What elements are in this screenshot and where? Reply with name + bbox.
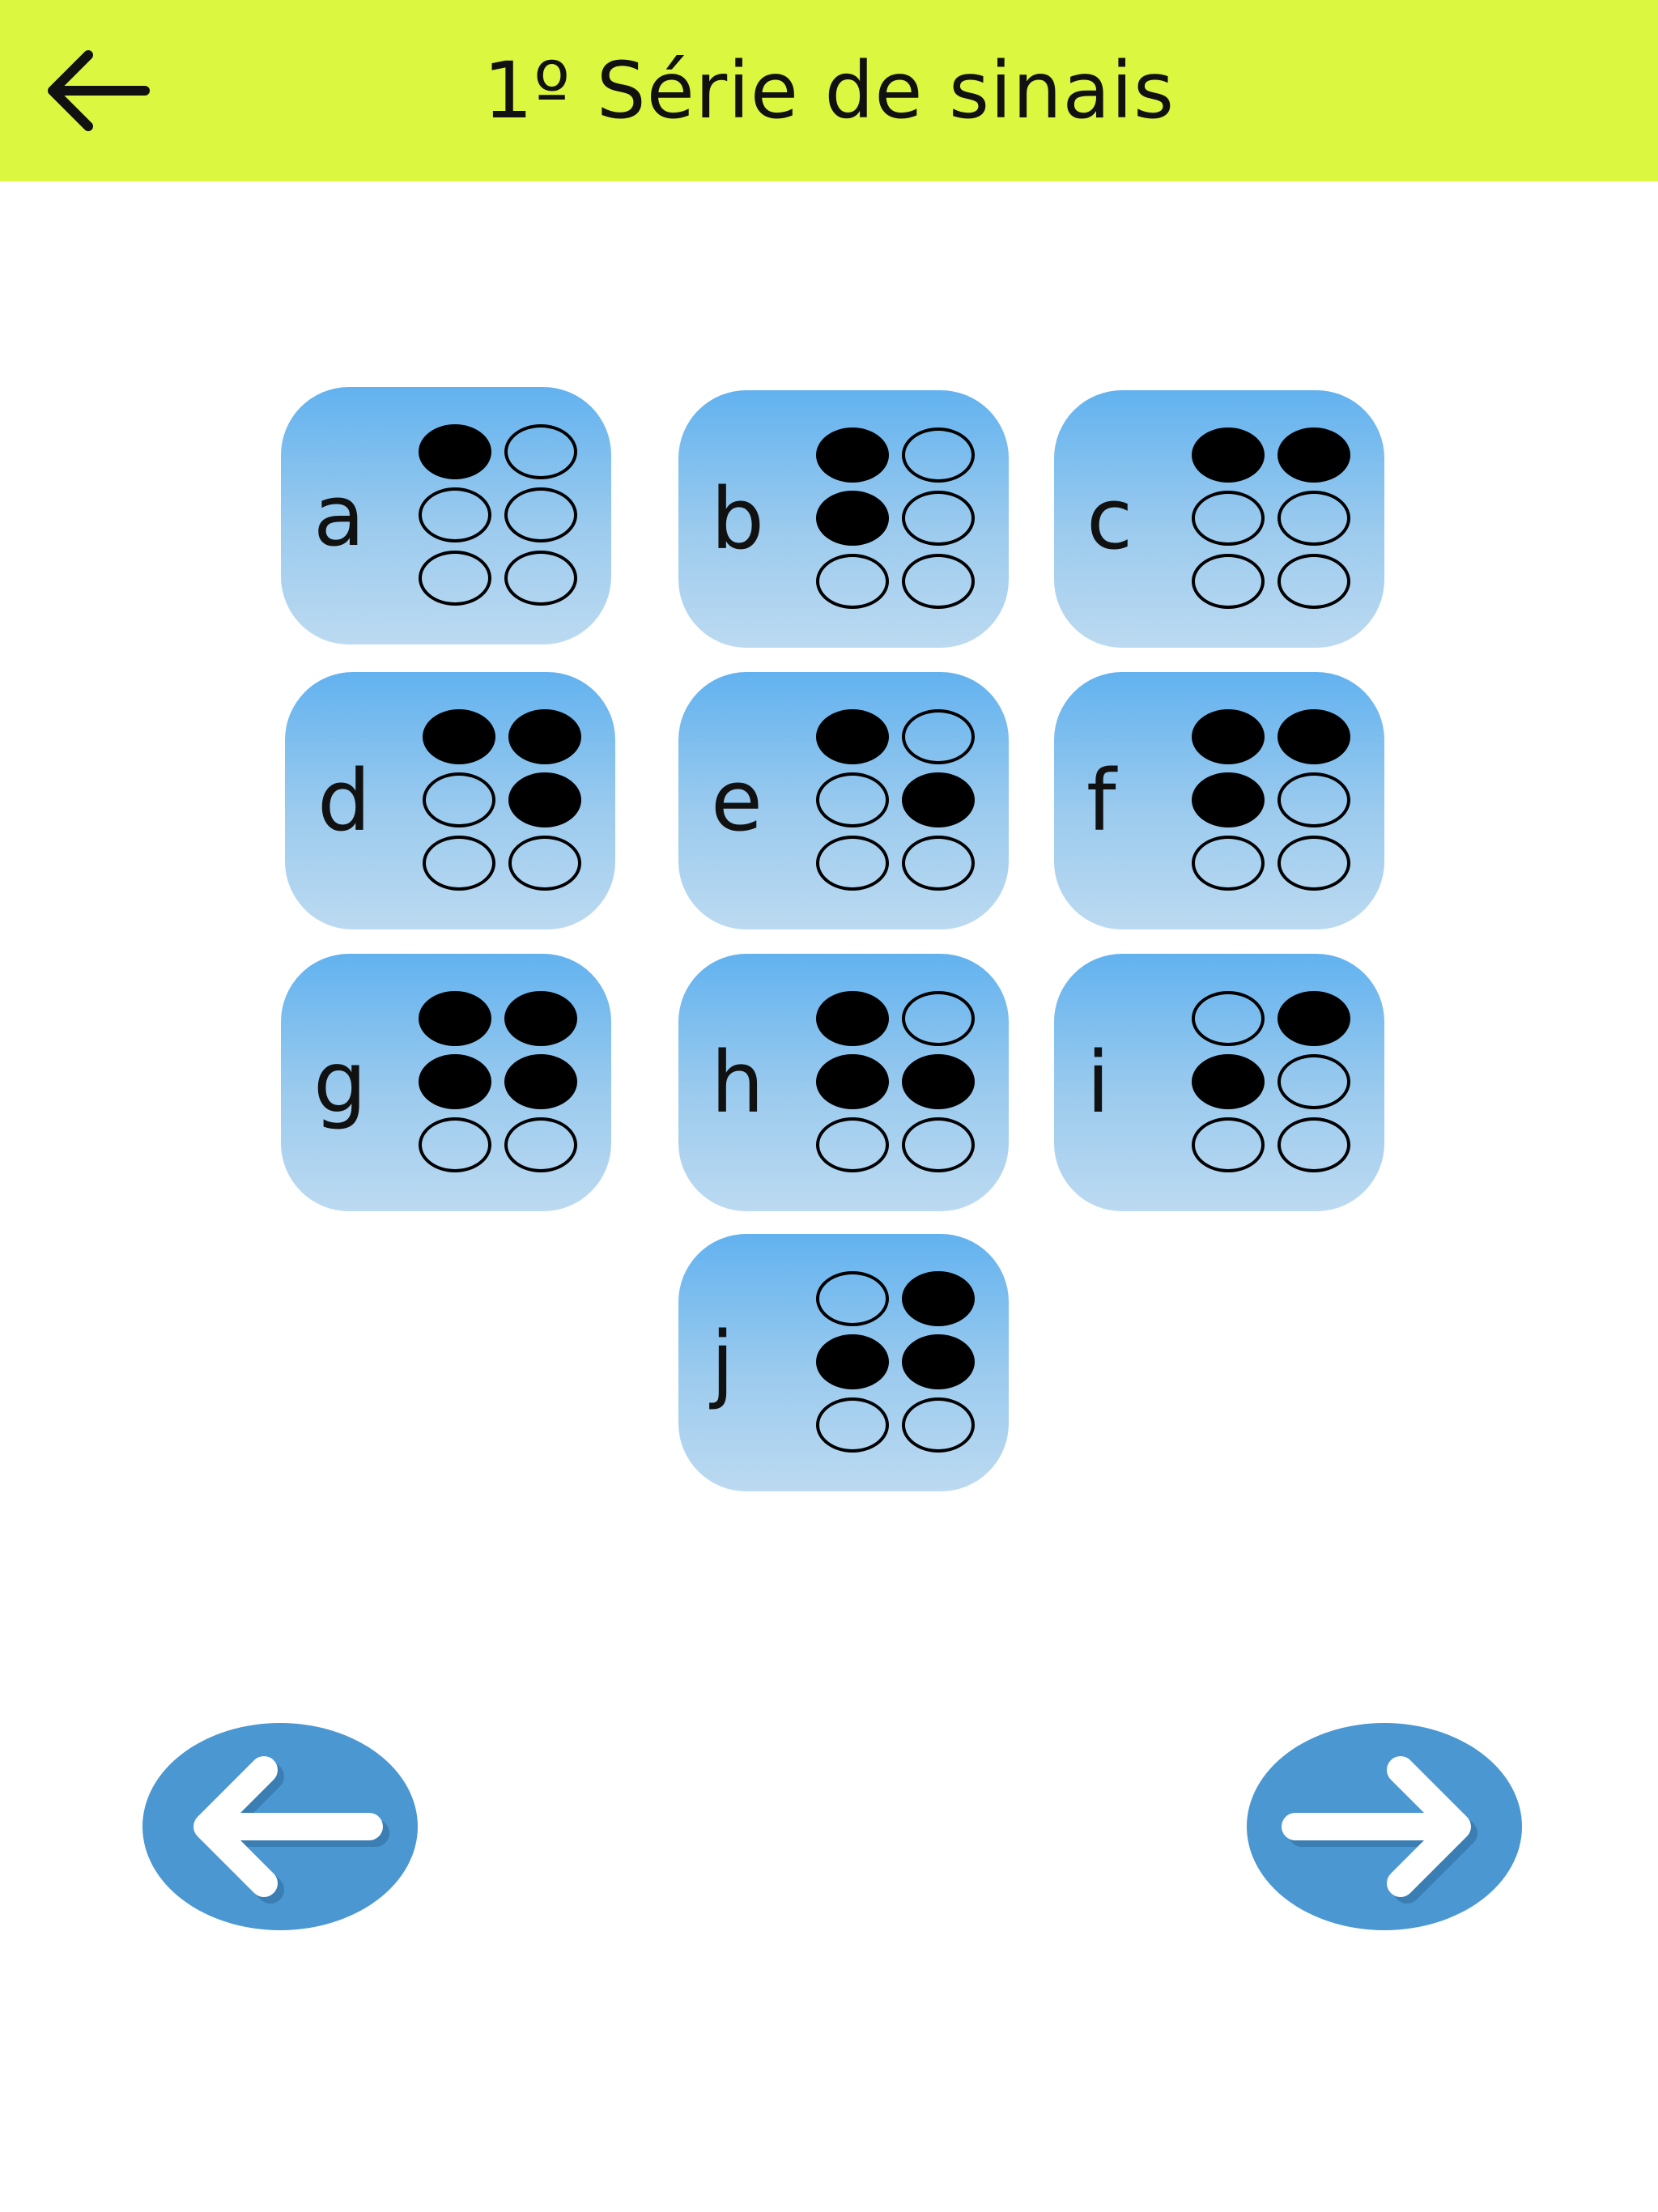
- empty-dot: [1278, 554, 1350, 609]
- empty-dot: [902, 1117, 975, 1172]
- tile-letter: i: [1086, 1033, 1110, 1132]
- empty-dot: [1192, 554, 1265, 609]
- braille-cell: [1185, 423, 1350, 614]
- raised-dot: [816, 491, 889, 546]
- empty-dot: [1278, 491, 1350, 546]
- raised-dot: [419, 991, 491, 1046]
- raised-dot: [1278, 991, 1350, 1046]
- raised-dot: [419, 424, 491, 479]
- arrow-left-icon: [48, 50, 150, 131]
- tile-letter: d: [317, 751, 372, 850]
- raised-dot: [816, 1334, 889, 1389]
- raised-dot: [902, 1334, 975, 1389]
- braille-cell: [810, 986, 975, 1177]
- raised-dot: [419, 1054, 491, 1109]
- empty-dot: [504, 1117, 577, 1172]
- empty-dot: [816, 1271, 889, 1326]
- raised-dot: [1192, 772, 1265, 827]
- arrow-left-icon: [193, 1756, 389, 1904]
- empty-dot: [816, 1397, 889, 1453]
- empty-dot: [1192, 991, 1265, 1046]
- arrow-right-icon: [1282, 1756, 1477, 1904]
- empty-dot: [1192, 836, 1265, 891]
- empty-dot: [504, 487, 577, 542]
- raised-dot: [816, 991, 889, 1046]
- tile-letter: a: [313, 466, 365, 565]
- raised-dot: [902, 1271, 975, 1326]
- empty-dot: [1278, 1117, 1350, 1172]
- braille-tile-h[interactable]: h: [678, 954, 1009, 1211]
- tile-letter: j: [711, 1313, 734, 1412]
- braille-tile-e[interactable]: e: [678, 672, 1009, 929]
- empty-dot: [816, 1117, 889, 1172]
- raised-dot: [816, 1054, 889, 1109]
- braille-tile-b[interactable]: b: [678, 390, 1009, 648]
- tile-letter: h: [711, 1033, 764, 1132]
- empty-dot: [902, 836, 975, 891]
- empty-dot: [1278, 836, 1350, 891]
- empty-dot: [902, 491, 975, 546]
- previous-button[interactable]: [142, 1723, 418, 1930]
- braille-tile-i[interactable]: i: [1054, 954, 1384, 1211]
- page-title: 1º Série de sinais: [483, 45, 1175, 136]
- back-button[interactable]: [45, 45, 158, 136]
- tile-letter: c: [1086, 470, 1133, 568]
- raised-dot: [504, 1054, 577, 1109]
- braille-cell: [412, 419, 577, 610]
- raised-dot: [423, 709, 495, 764]
- next-button[interactable]: [1247, 1723, 1522, 1930]
- empty-dot: [419, 551, 491, 606]
- raised-dot: [508, 772, 581, 827]
- empty-dot: [816, 554, 889, 609]
- empty-dot: [902, 1397, 975, 1453]
- braille-tile-j[interactable]: j: [678, 1234, 1009, 1491]
- braille-cell: [412, 986, 577, 1177]
- empty-dot: [419, 487, 491, 542]
- app-bar: 1º Série de sinais: [0, 0, 1658, 181]
- braille-cell: [810, 704, 975, 895]
- empty-dot: [419, 1117, 491, 1172]
- braille-cell: [1185, 704, 1350, 895]
- empty-dot: [902, 554, 975, 609]
- braille-tile-a[interactable]: a: [281, 387, 611, 644]
- empty-dot: [423, 772, 495, 827]
- braille-tile-g[interactable]: g: [281, 954, 611, 1211]
- raised-dot: [816, 709, 889, 764]
- raised-dot: [508, 709, 581, 764]
- empty-dot: [816, 836, 889, 891]
- braille-tile-f[interactable]: f: [1054, 672, 1384, 929]
- raised-dot: [1278, 428, 1350, 483]
- braille-cell: [810, 423, 975, 614]
- raised-dot: [1192, 709, 1265, 764]
- tile-letter: f: [1086, 751, 1116, 850]
- empty-dot: [1278, 772, 1350, 827]
- braille-cell: [416, 704, 581, 895]
- raised-dot: [902, 772, 975, 827]
- raised-dot: [902, 1054, 975, 1109]
- empty-dot: [816, 772, 889, 827]
- braille-tile-c[interactable]: c: [1054, 390, 1384, 648]
- empty-dot: [504, 424, 577, 479]
- empty-dot: [902, 709, 975, 764]
- empty-dot: [1278, 1054, 1350, 1109]
- empty-dot: [902, 428, 975, 483]
- empty-dot: [1192, 1117, 1265, 1172]
- empty-dot: [1192, 491, 1265, 546]
- braille-cell: [810, 1266, 975, 1457]
- empty-dot: [902, 991, 975, 1046]
- empty-dot: [508, 836, 581, 891]
- braille-tile-d[interactable]: d: [285, 672, 615, 929]
- empty-dot: [504, 551, 577, 606]
- raised-dot: [504, 991, 577, 1046]
- raised-dot: [816, 428, 889, 483]
- tile-letter: b: [711, 470, 765, 568]
- raised-dot: [1192, 1054, 1265, 1109]
- raised-dot: [1192, 428, 1265, 483]
- raised-dot: [1278, 709, 1350, 764]
- tile-letter: e: [711, 751, 763, 850]
- braille-cell: [1185, 986, 1350, 1177]
- tile-letter: g: [313, 1033, 368, 1132]
- empty-dot: [423, 836, 495, 891]
